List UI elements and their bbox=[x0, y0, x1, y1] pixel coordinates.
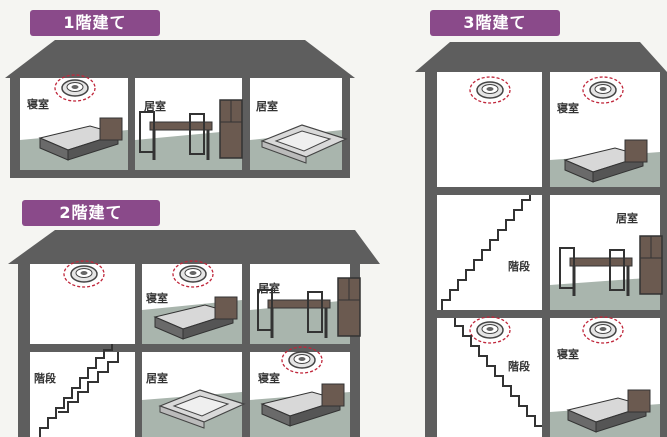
room-label-living: 居室 bbox=[616, 212, 638, 225]
one-story-house bbox=[5, 40, 355, 178]
room-label-stairs: 階段 bbox=[508, 260, 530, 273]
room-label-living: 居室 bbox=[258, 282, 280, 295]
room-label-bedroom: 寝室 bbox=[557, 102, 579, 115]
room-label-bedroom: 寝室 bbox=[557, 348, 579, 361]
room-label-living: 居室 bbox=[256, 100, 278, 113]
three-story-title: 3階建て bbox=[430, 10, 560, 36]
room-label-stairs: 階段 bbox=[34, 372, 56, 385]
room-label-living: 居室 bbox=[144, 100, 166, 113]
room-label-bedroom: 寝室 bbox=[258, 372, 280, 385]
staircase-icon bbox=[454, 318, 542, 427]
one-story-title: 1階建て bbox=[30, 10, 160, 36]
room-label-bedroom: 寝室 bbox=[146, 292, 168, 305]
room-label-bedroom: 寝室 bbox=[27, 98, 49, 111]
room-label-stairs: 階段 bbox=[508, 360, 530, 373]
staircase-icon bbox=[441, 195, 531, 310]
three-story-house bbox=[415, 42, 667, 437]
room-label-living: 居室 bbox=[146, 372, 168, 385]
two-story-house bbox=[8, 230, 380, 437]
two-story-title: 2階建て bbox=[22, 200, 160, 226]
